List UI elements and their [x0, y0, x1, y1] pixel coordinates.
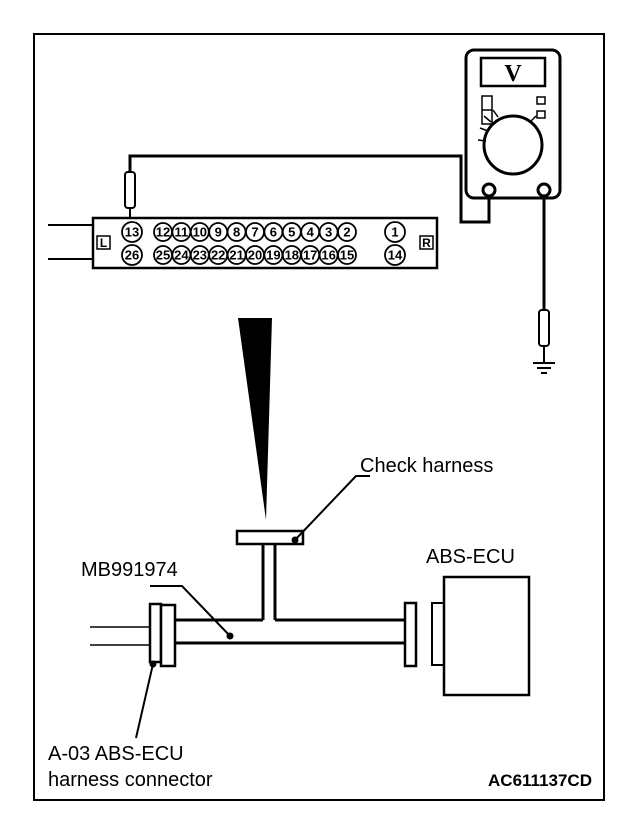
- pin-label-5: 5: [288, 225, 295, 240]
- positive-lead: [128, 154, 491, 224]
- figure-code: AC611137CD: [488, 771, 592, 790]
- pin-circle-14: [384, 244, 406, 266]
- pin-label-7: 7: [251, 225, 258, 240]
- ground-icon: [533, 362, 555, 374]
- pin-label-16: 16: [321, 248, 335, 263]
- connector-right-marker-box: [419, 235, 434, 250]
- pin-label-14: 14: [388, 248, 403, 263]
- voltmeter-display: [479, 56, 547, 88]
- pin-circle-1: [384, 221, 406, 243]
- pin-label-21: 21: [229, 248, 243, 263]
- pin-circle-2: [337, 222, 357, 242]
- check-harness-label: Check harness: [360, 455, 493, 477]
- pin-label-15: 15: [340, 248, 354, 263]
- connector-bottom-pin-row: 26 25 24 23 22 21 20 19 18 17 16 15 14: [121, 244, 406, 266]
- pin-label-10: 10: [193, 225, 207, 240]
- tool-left-flange: [159, 603, 177, 668]
- pin-label-23: 23: [193, 248, 207, 263]
- check-harness-assembly: [90, 529, 531, 697]
- pin-label-11: 11: [175, 225, 189, 240]
- pin-label-3: 3: [325, 225, 332, 240]
- pin-label-6: 6: [270, 225, 277, 240]
- pin-label-12: 12: [156, 225, 170, 240]
- connector-label-line2: harness connector: [48, 769, 213, 791]
- connector-label-line1: A-03 ABS-ECU: [48, 743, 184, 765]
- voltmeter-range-light-1: [536, 96, 546, 105]
- pin-circle-26: [121, 244, 143, 266]
- pin-circle-15: [337, 245, 357, 265]
- pin-label-9: 9: [215, 225, 222, 240]
- voltmeter-positive-terminal: [481, 182, 497, 198]
- voltmeter-symbol: V: [504, 61, 522, 87]
- voltmeter-dial: [482, 114, 544, 176]
- enlarged-view-pointer: [238, 318, 272, 520]
- pin-label-22: 22: [211, 248, 225, 263]
- connector-right-marker: R: [422, 236, 431, 250]
- connector-housing: [91, 216, 439, 270]
- tool-pointer-dot: [226, 632, 234, 640]
- connector-left-marker-box: [96, 235, 111, 250]
- tool-right-flange: [403, 601, 418, 668]
- pin-label-17: 17: [303, 248, 317, 263]
- voltmeter-negative-terminal: [536, 182, 552, 198]
- voltmeter-range-light-2: [536, 110, 546, 119]
- leader-lines: [135, 475, 370, 739]
- pin-label-2: 2: [343, 225, 350, 240]
- check-harness-pointer-dot: [291, 536, 299, 544]
- positive-probe: [124, 171, 136, 222]
- abs-ecu-label: ABS-ECU: [426, 546, 515, 568]
- pin-label-24: 24: [174, 248, 189, 263]
- check-harness-terminal: [235, 529, 305, 546]
- pin-label-19: 19: [266, 248, 280, 263]
- test-leads: [128, 154, 546, 310]
- pin-label-26: 26: [125, 248, 139, 263]
- voltmeter: V: [464, 48, 562, 200]
- harness-connector-body: [148, 602, 163, 664]
- pin-label-4: 4: [307, 225, 315, 240]
- connector-pointer-dot: [149, 660, 157, 668]
- pin-label-8: 8: [233, 225, 240, 240]
- pin-label-20: 20: [248, 248, 262, 263]
- pin-label-1: 1: [391, 225, 398, 240]
- abs-ecu-body: [442, 575, 531, 697]
- pin-label-13: 13: [125, 225, 139, 240]
- voltmeter-dial-ticks: [477, 109, 537, 142]
- pin-label-18: 18: [285, 248, 299, 263]
- connector-left-marker: L: [100, 236, 107, 250]
- pin-label-25: 25: [156, 248, 170, 263]
- negative-probe: [538, 309, 550, 362]
- pin-circle-13: [121, 221, 143, 243]
- abs-ecu-connector-plug: [431, 602, 445, 666]
- figure-frame: [33, 33, 605, 801]
- tool-number-label: MB991974: [81, 559, 178, 581]
